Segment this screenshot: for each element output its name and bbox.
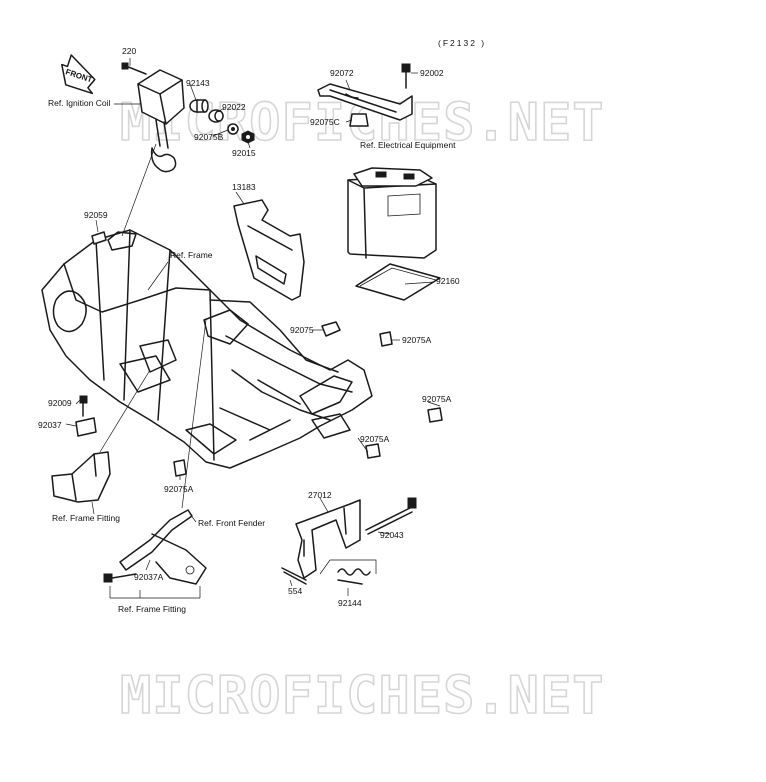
label-13183: 13183 bbox=[232, 182, 256, 192]
frame-fitting-1 bbox=[51, 451, 111, 503]
battery bbox=[347, 167, 437, 259]
label-92075A-1: 92075A bbox=[402, 335, 432, 345]
label-92144: 92144 bbox=[338, 598, 362, 608]
battery-holder-92072 bbox=[317, 83, 413, 121]
bracket-92037 bbox=[75, 417, 97, 437]
label-27012: 27012 bbox=[308, 490, 332, 500]
label-554: 554 bbox=[288, 586, 302, 596]
bolt-92037A bbox=[103, 573, 137, 583]
vehicle-frame bbox=[41, 229, 373, 469]
leader-lines bbox=[65, 58, 441, 599]
label-92075A-4: 92075A bbox=[164, 484, 194, 494]
bolt-220 bbox=[121, 62, 147, 75]
label-ref-frame-fitting-1: Ref. Frame Fitting bbox=[52, 513, 120, 523]
label-92037: 92037 bbox=[38, 420, 62, 430]
pin-92059 bbox=[91, 231, 107, 245]
label-92075A-3: 92075A bbox=[360, 434, 390, 444]
spring-92144 bbox=[337, 568, 371, 585]
label-92075A-2: 92075A bbox=[422, 394, 452, 404]
label-ref-frame: Ref. Frame bbox=[170, 250, 213, 260]
front-fender-stay bbox=[119, 509, 207, 585]
label-92043: 92043 bbox=[380, 530, 404, 540]
label-92143: 92143 bbox=[186, 78, 210, 88]
damper-92075A-1 bbox=[379, 331, 393, 347]
damper-92075A-4 bbox=[173, 459, 187, 477]
label-ref-ignition-coil: Ref. Ignition Coil bbox=[48, 98, 110, 108]
cotter-pin-554 bbox=[281, 567, 307, 585]
label-ref-electrical-equipment: Ref. Electrical Equipment bbox=[360, 140, 456, 150]
label-92037A: 92037A bbox=[134, 572, 164, 582]
label-92160: 92160 bbox=[436, 276, 460, 286]
label-92075C: 92075C bbox=[310, 117, 340, 127]
bracket-27012 bbox=[295, 499, 361, 579]
bolt-92002 bbox=[401, 63, 411, 89]
ignition-coil bbox=[137, 69, 185, 173]
washer-92075B bbox=[227, 123, 239, 135]
watermark-bottom: MICROFICHES.NET bbox=[120, 666, 605, 726]
figure-code: (F2132 ) bbox=[438, 38, 486, 48]
bolt-92043 bbox=[365, 497, 417, 535]
nut-92015 bbox=[241, 130, 255, 144]
label-ref-front-fender: Ref. Front Fender bbox=[198, 518, 265, 528]
label-92075B: 92075B bbox=[194, 132, 224, 142]
pad-92075C bbox=[349, 113, 369, 127]
damper-92143 bbox=[189, 99, 209, 113]
label-ref-frame-fitting-2: Ref. Frame Fitting bbox=[118, 604, 186, 614]
damper-92075A-2 bbox=[427, 407, 443, 423]
bracket-lines-27012 bbox=[319, 559, 377, 575]
label-92009: 92009 bbox=[48, 398, 72, 408]
label-92059: 92059 bbox=[84, 210, 108, 220]
label-92072: 92072 bbox=[330, 68, 354, 78]
damper-92075A-3 bbox=[365, 443, 381, 459]
label-92075: 92075 bbox=[290, 325, 314, 335]
front-arrow-icon: FRONT bbox=[61, 54, 96, 95]
label-92022: 92022 bbox=[222, 102, 246, 112]
bolt-92009 bbox=[79, 395, 88, 417]
cover-plate-13183 bbox=[233, 199, 305, 301]
label-220: 220 bbox=[122, 46, 136, 56]
label-92002: 92002 bbox=[420, 68, 444, 78]
label-92015: 92015 bbox=[232, 148, 256, 158]
damper-92075 bbox=[321, 321, 341, 337]
collar-92022 bbox=[208, 109, 224, 123]
battery-pad-92160 bbox=[355, 263, 441, 301]
